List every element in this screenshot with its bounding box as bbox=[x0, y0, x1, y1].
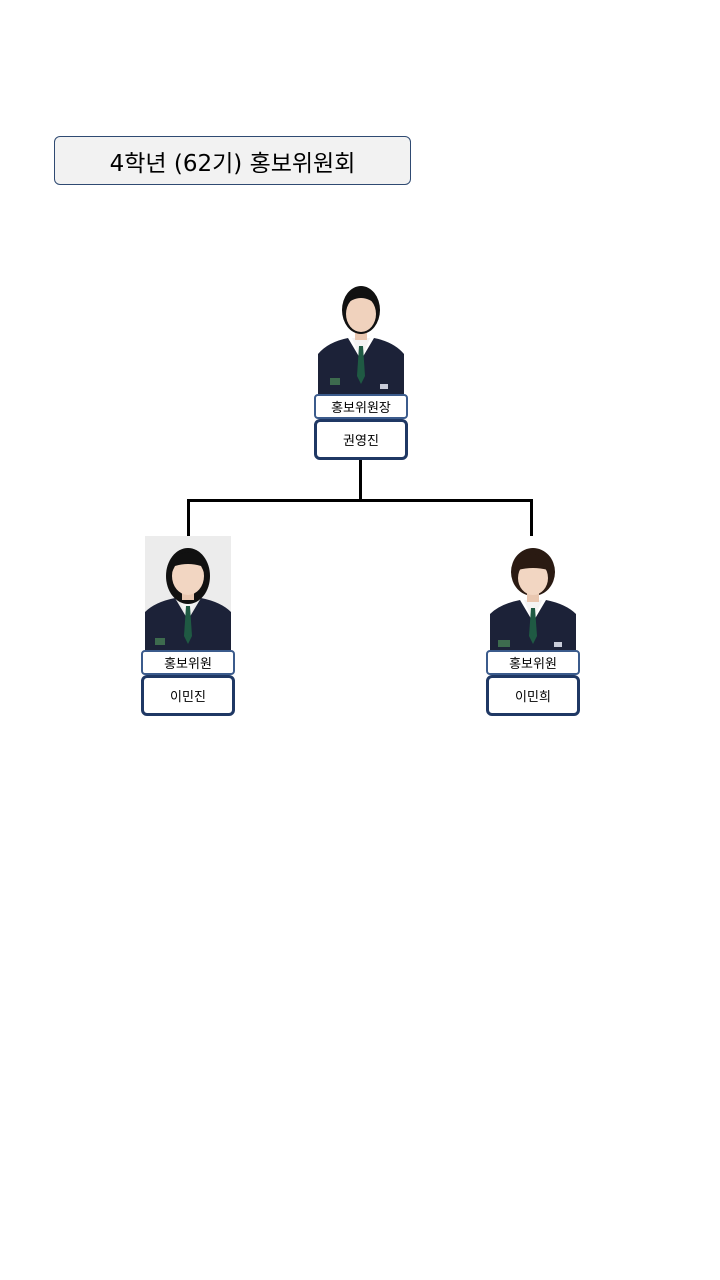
portrait-photo bbox=[145, 536, 231, 650]
role-label: 홍보위원 bbox=[141, 650, 235, 675]
name-label: 권영진 bbox=[314, 419, 408, 460]
connector-vertical-left bbox=[187, 499, 190, 536]
connector-vertical-head bbox=[359, 457, 362, 501]
role-label: 홍보위원 bbox=[486, 650, 580, 675]
portrait-photo bbox=[490, 536, 576, 650]
connector-horizontal bbox=[187, 499, 533, 502]
name-label: 이민진 bbox=[141, 675, 235, 716]
connector-vertical-right bbox=[530, 499, 533, 536]
role-label: 홍보위원장 bbox=[314, 394, 408, 419]
portrait-photo bbox=[318, 280, 404, 394]
committee-title: 4학년 (62기) 홍보위원회 bbox=[54, 136, 411, 185]
name-label: 이민희 bbox=[486, 675, 580, 716]
